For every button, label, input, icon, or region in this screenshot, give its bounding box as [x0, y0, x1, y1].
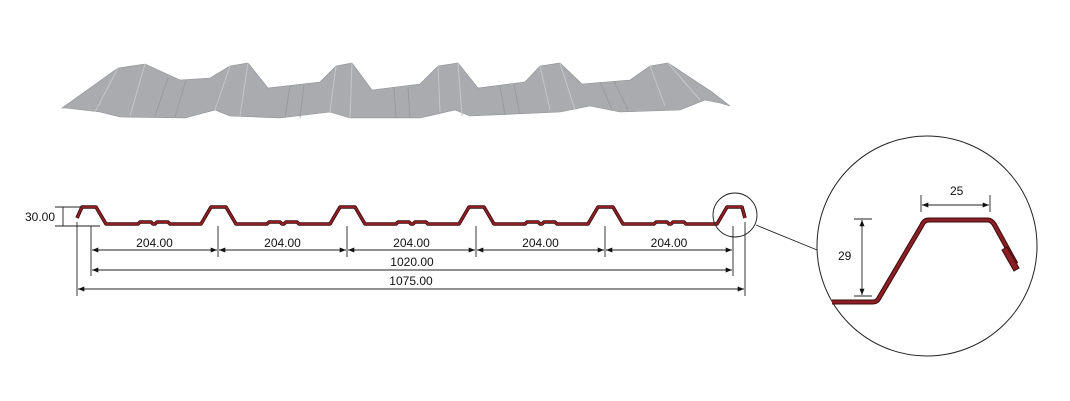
height-label: 30.00 [25, 210, 55, 224]
pitch-dimensions: 204.00 204.00 204.00 204.00 204.00 [92, 236, 732, 253]
pitch-label: 204.00 [264, 236, 301, 250]
total-width-dimension: 1075.00 [78, 274, 744, 292]
detail-view: 29 25 [816, 135, 1038, 357]
pitch-label: 204.00 [393, 236, 430, 250]
sheet-profile [75, 205, 747, 226]
rib-height-label: 29 [838, 249, 852, 263]
pitch-label: 204.00 [651, 236, 688, 250]
detail-marker-circle [712, 192, 758, 238]
pitch-label: 204.00 [136, 236, 173, 250]
height-dimension: 30.00 [25, 206, 100, 227]
sheet-profile-fill [76, 206, 746, 225]
rib-top-width-label: 25 [950, 184, 964, 198]
effective-width-dimension: 1020.00 [92, 255, 732, 273]
pitch-label: 204.00 [522, 236, 559, 250]
total-width-label: 1075.00 [389, 274, 433, 288]
detail-leader-line [755, 224, 823, 253]
sheet-illustration [61, 62, 731, 119]
effective-width-label: 1020.00 [390, 255, 434, 269]
